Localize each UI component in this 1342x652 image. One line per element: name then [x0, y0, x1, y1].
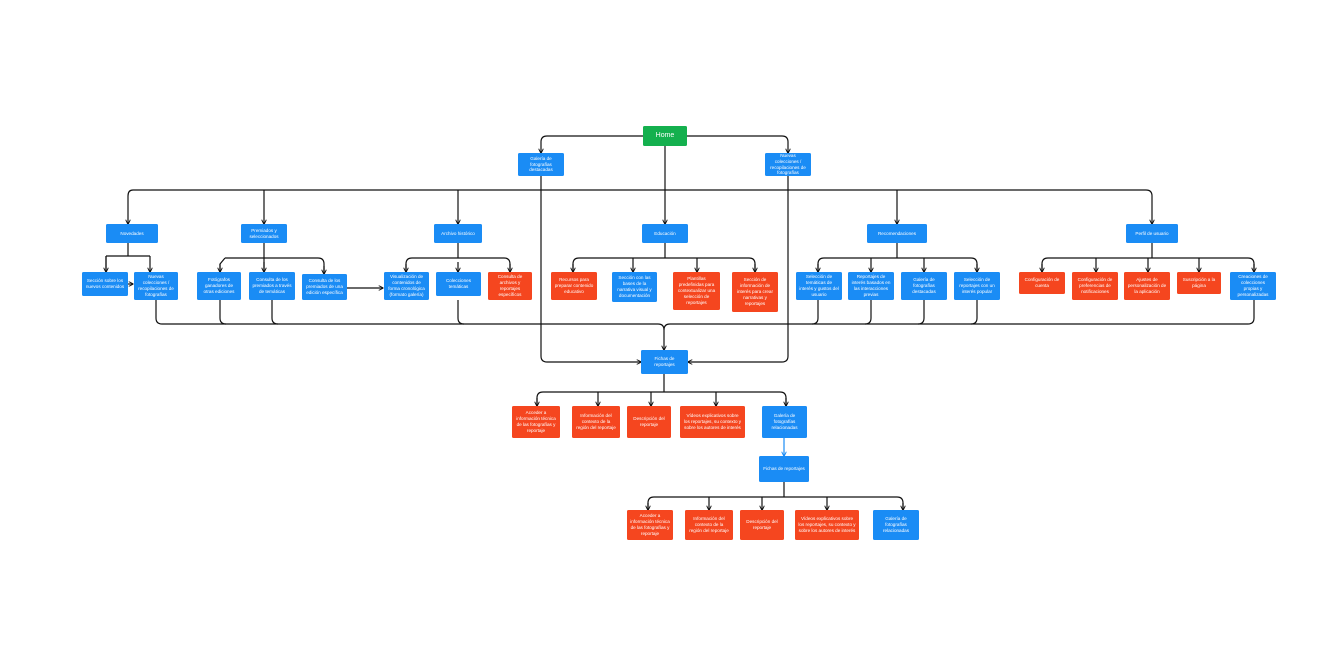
node-f2-acceder[interactable]: Acceder a información técnica de las fot… [627, 510, 673, 540]
node-prem-fotografos[interactable]: Fotógrafos ganadores de otras ediciones [197, 272, 241, 300]
node-nuevas-colecciones[interactable]: Nuevas colecciones / recopilaciones de f… [765, 153, 811, 176]
connector-colecciones-fichas [688, 176, 789, 362]
node-rec-reportajes[interactable]: Reportajes de interés basados en las int… [848, 272, 894, 300]
node-f1-acceder[interactable]: Acceder a información técnica de las fot… [512, 406, 560, 438]
connector-to-perfil [1145, 189, 1152, 224]
connector-novedades-children [105, 243, 150, 272]
node-rec-tematicas[interactable]: Selección de temáticas de interés y gust… [796, 272, 842, 300]
node-fichas-reportajes-2[interactable]: Fichas de reportajes [759, 456, 809, 482]
connector-premiados-bus [219, 243, 325, 274]
node-novedades[interactable]: Novedades [106, 224, 158, 243]
node-f1-galeria[interactable]: Galería de fotografías relacionadas [762, 406, 807, 438]
node-prem-consulta-temas[interactable]: Consulta de los premiados a través de te… [249, 272, 295, 300]
node-perf-configuracion[interactable]: Configuración de cuenta [1019, 272, 1065, 294]
node-perfil[interactable]: Perfil de usuario [1126, 224, 1178, 243]
node-archivo[interactable]: Archivo histórico [434, 224, 482, 243]
node-rec-galeria[interactable]: Galería de fotografías destacadas [901, 272, 947, 300]
connector-fichas2-bus [647, 482, 904, 510]
connector-home-galeria [541, 135, 643, 153]
node-f1-descripcion[interactable]: Descripción del reportaje [627, 406, 671, 438]
node-premiados[interactable]: Premiados y seleccionados [241, 224, 287, 243]
connector-archivo-bus [405, 243, 511, 272]
node-fichas-reportajes[interactable]: Fichas de reportajes [641, 350, 688, 374]
node-educacion[interactable]: Educación [642, 224, 688, 243]
connector-educacion-bus [572, 243, 756, 272]
connector-to-novedades [128, 189, 134, 224]
node-galeria-fotografias[interactable]: Galería de fotografías destacadas [518, 153, 564, 176]
node-perf-preferencias[interactable]: Configuración de preferencias de notific… [1072, 272, 1118, 300]
node-f2-galeria[interactable]: Galería de fotografías relacionadas [873, 510, 919, 540]
connector-home-colecciones [687, 135, 788, 153]
node-perf-creaciones[interactable]: Creaciones de colecciones propias y pers… [1230, 272, 1276, 300]
connector-converge-right [663, 300, 1255, 331]
node-f1-videos[interactable]: Vídeos explicativos sobre los reportajes… [680, 406, 745, 438]
node-edu-recursos[interactable]: Recursos para preparar contenido educati… [551, 272, 597, 300]
node-home[interactable]: Home [643, 126, 687, 146]
node-f2-videos[interactable]: Vídeos explicativos sobre los reportajes… [795, 510, 859, 540]
node-f2-descripcion[interactable]: Descripción del reportaje [740, 510, 784, 540]
node-perf-suscripcion[interactable]: Suscripción a la página [1177, 272, 1221, 294]
node-prem-consulta-edicion[interactable]: Consulta de los premiados de una edición… [302, 274, 347, 300]
node-edu-plantillas[interactable]: Plantillas predefinidas para contextuali… [673, 272, 720, 310]
node-rec-popular[interactable]: Selección de reportajes con un interés p… [954, 272, 1000, 300]
node-f2-contexto[interactable]: Información del contexto de la región de… [685, 510, 733, 540]
connector-fichas1-bus [536, 374, 787, 406]
node-nov-colecciones[interactable]: Nuevas colecciones / recopilaciones de f… [134, 272, 178, 300]
node-arch-visualizacion[interactable]: Visualización de contenidos de forma cro… [384, 272, 429, 300]
connector-galeria-fichas [540, 176, 641, 362]
connector-recomendaciones-bus [817, 243, 978, 272]
node-edu-seccion[interactable]: Sección con las bases de la narrativa vi… [612, 272, 657, 302]
node-perf-ajustes[interactable]: Ajustes de personalización de la aplicac… [1124, 272, 1170, 300]
node-f1-contexto[interactable]: Información del contexto de la región de… [572, 406, 620, 438]
node-nov-seccion[interactable]: Sección sobre los nuevos contenidos [82, 272, 128, 296]
node-edu-informacion[interactable]: Sección de información de interés para c… [732, 272, 778, 312]
node-arch-consulta[interactable]: Consulta de archivos y reportajes especí… [488, 272, 532, 300]
connector-converge-left [155, 300, 664, 350]
node-arch-colecciones[interactable]: Colecciones temáticas [436, 272, 481, 296]
node-recomendaciones[interactable]: Recomendaciones [867, 224, 927, 243]
